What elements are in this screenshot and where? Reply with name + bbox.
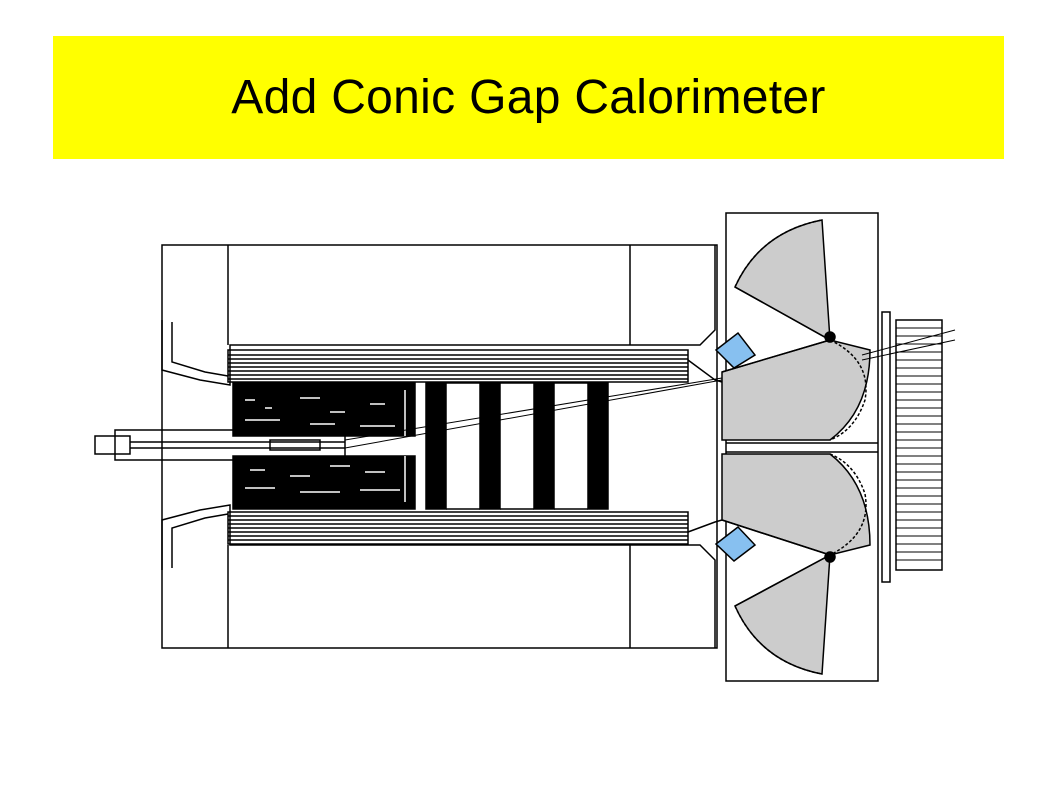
- inner-tracker: [232, 382, 416, 510]
- gap-elements: [714, 331, 757, 562]
- pivot-lower: [824, 551, 836, 563]
- pivot-upper: [824, 331, 836, 343]
- vertex-disks: [344, 377, 723, 510]
- barrel-yoke: [161, 244, 718, 649]
- beam-pipe: [94, 429, 346, 461]
- endcap-module: [861, 319, 956, 571]
- endplate: [881, 311, 891, 583]
- title-banner: Add Conic Gap Calorimeter: [53, 36, 1004, 159]
- calorimeter-outlines: [721, 219, 867, 675]
- slide-title: Add Conic Gap Calorimeter: [231, 71, 826, 124]
- solenoid-coil-upper: [227, 349, 723, 383]
- conic-gap-calorimeter: [721, 219, 871, 675]
- solenoid-coil-lower: [227, 511, 723, 545]
- endcap-frame: [725, 212, 879, 682]
